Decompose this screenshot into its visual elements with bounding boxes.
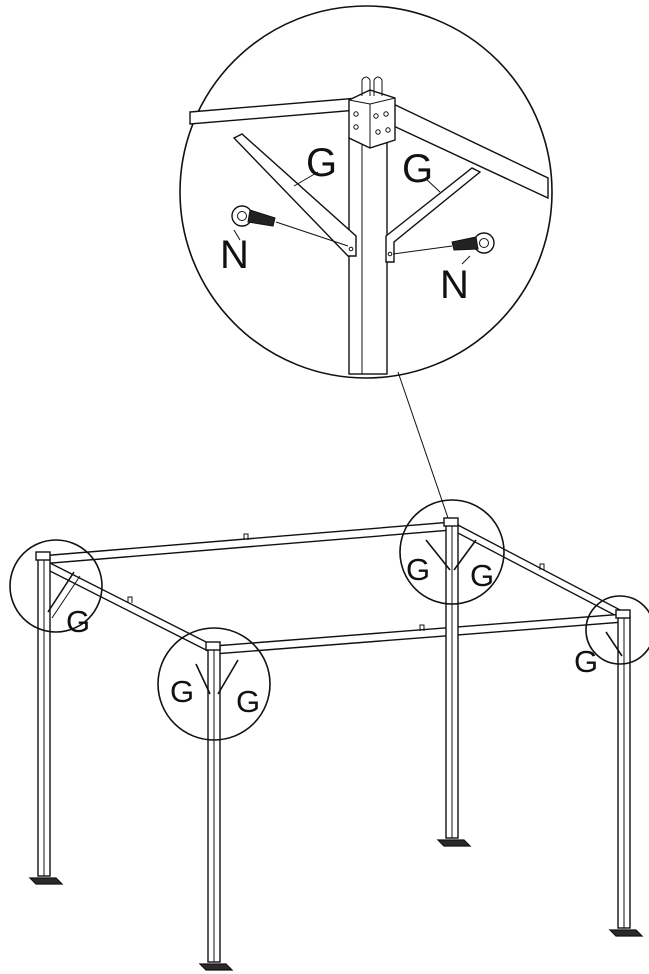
label-g-detail-right: G [402,147,433,191]
corner-highlights [9,499,649,741]
detail-hook-right [373,76,383,96]
circle-back-left [9,539,103,633]
label-g-back-right-b: G [470,558,494,593]
foot-back-left [28,877,64,885]
label-g-front-left-b: G [236,684,260,719]
beam-front [213,613,625,655]
label-n-detail-left: N [220,233,249,277]
label-g-front-left-a: G [170,674,194,709]
foot-front-right [608,929,644,937]
foot-back-right [436,839,472,847]
detail-circle [179,5,553,379]
detail-corner-bracket [348,89,396,149]
detail-left-beam [189,97,359,125]
detail-brace-right [385,167,482,263]
circle-front-left [157,627,271,741]
label-n-detail-right: N [440,263,469,307]
gazebo-frame [28,517,644,971]
label-g-back-right-a: G [406,552,430,587]
foot-front-left [198,963,234,971]
label-g-back-left: G [66,604,90,639]
bolt-right [451,232,495,254]
detail-hook-left [361,76,371,96]
beam-back [39,521,453,565]
circle-front-right [585,595,649,665]
label-g-front-right: G [574,644,598,679]
detail-leader-line [397,371,449,519]
bolt-left [231,205,276,227]
label-g-detail-left: G [306,141,337,185]
circle-back-right [399,499,505,605]
detail-zoom: G G N N [179,5,553,379]
detail-brace-left [232,133,357,257]
